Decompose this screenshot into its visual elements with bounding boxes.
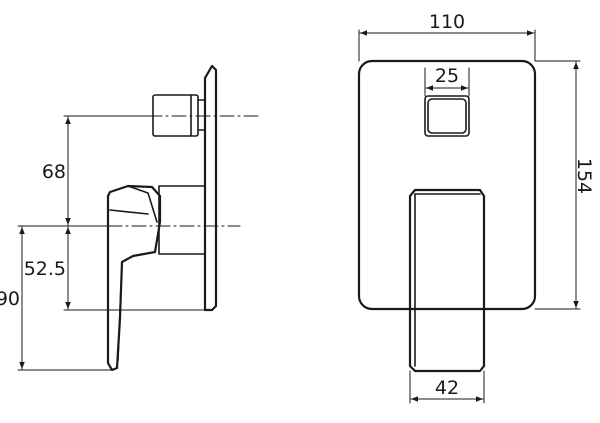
front-diverter-knob (424, 95, 470, 137)
dim-90-label: 90 (0, 288, 20, 310)
dim-110-label: 110 (429, 11, 465, 33)
side-lever-body (158, 185, 206, 255)
dim-42-label: 42 (435, 377, 459, 399)
side-wall-plate (203, 64, 218, 312)
front-lever-handle (408, 188, 486, 373)
front-view: 110 154 25 42 (357, 11, 595, 404)
dim-68-label: 68 (42, 161, 66, 183)
dim-154-label: 154 (573, 158, 595, 194)
dim-52-5-label: 52.5 (24, 258, 66, 280)
side-view: 68 52.5 90 (0, 64, 259, 372)
side-lever-handle (106, 184, 162, 372)
dim-25-label: 25 (435, 65, 459, 87)
front-faceplate (357, 59, 537, 311)
